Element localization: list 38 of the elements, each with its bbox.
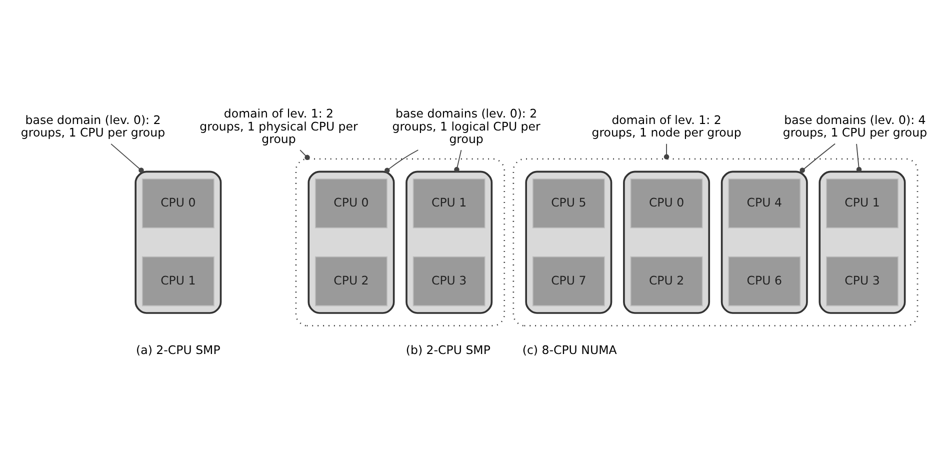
cluster xyxy=(818,170,906,314)
node-text: domain of lev. 1: 2 groups, 1 node per group xyxy=(592,112,742,140)
cluster xyxy=(512,158,918,326)
node-text: base domain (lev. 0): 2 groups, 1 CPU per group xyxy=(20,112,166,140)
connector xyxy=(856,142,862,172)
cluster xyxy=(525,170,612,314)
node-text: domain of lev. 1: 2 groups, 1 physical CPU per group xyxy=(200,106,358,146)
node-box: CPU 0 xyxy=(142,178,214,228)
connector xyxy=(800,142,836,172)
label: (b) 2-CPU SMP xyxy=(406,342,490,357)
connector xyxy=(300,149,310,160)
node-text: base domains (lev. 0): 4 groups, 1 CPU per group xyxy=(782,112,928,140)
node-box: CPU 2 xyxy=(630,256,703,306)
connector xyxy=(110,142,144,172)
node-box: CPU 0 xyxy=(630,178,703,228)
node-box: CPU 2 xyxy=(315,256,388,306)
cluster xyxy=(295,158,506,326)
cluster xyxy=(623,170,710,314)
node-box: CPU 4 xyxy=(728,178,801,228)
node-box: CPU 1 xyxy=(142,256,214,306)
node-box: CPU 3 xyxy=(412,256,486,306)
node-box: CPU 1 xyxy=(412,178,486,228)
node-box: CPU 1 xyxy=(826,178,898,228)
connector xyxy=(664,142,670,159)
connector xyxy=(454,149,462,172)
node-box: CPU 5 xyxy=(532,178,605,228)
connector xyxy=(384,149,419,172)
cluster xyxy=(720,170,808,314)
node-box: CPU 3 xyxy=(826,256,898,306)
label: (a) 2-CPU SMP xyxy=(136,342,220,357)
node-box: CPU 6 xyxy=(728,256,801,306)
cluster xyxy=(134,170,222,314)
label: (c) 8-CPU NUMA xyxy=(522,342,617,357)
cluster xyxy=(308,170,395,314)
node-box: CPU 0 xyxy=(315,178,388,228)
node-text: base domains (lev. 0): 2 groups, 1 logical CPU per group xyxy=(392,106,540,146)
cluster xyxy=(406,170,493,314)
node-box: CPU 7 xyxy=(532,256,605,306)
